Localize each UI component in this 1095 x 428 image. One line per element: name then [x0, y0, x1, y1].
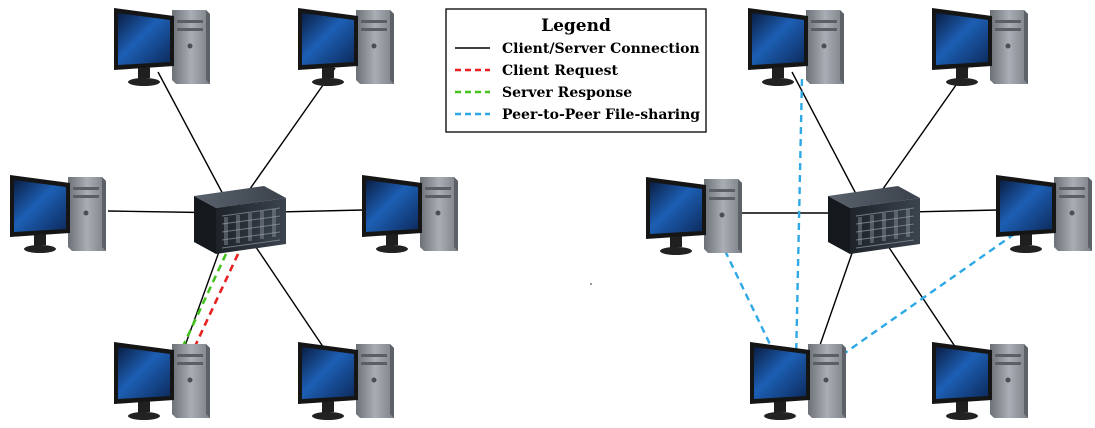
p2p-link-to-left — [714, 231, 782, 366]
legend-label-peer-to-peer: Peer-to-Peer File-sharing — [502, 107, 700, 123]
computer-icon-left-bottom-right — [298, 342, 394, 420]
computer-icon-left-top-left — [114, 8, 210, 86]
link-left-server-topleft — [157, 71, 234, 214]
legend-title: Legend — [541, 16, 611, 36]
peer-to-peer-links — [714, 77, 1021, 366]
computer-icon-left-bottom-left — [114, 342, 210, 420]
legend: Legend Client/Server Connection Client R… — [445, 8, 707, 133]
p2p-link-to-right — [831, 229, 1021, 363]
computer-icon-right-top-left — [748, 8, 844, 86]
server-icon-right — [827, 185, 921, 255]
p2p-link-to-top — [794, 77, 804, 363]
computer-icon-left-top-right — [298, 8, 394, 86]
link-right-server-topleft — [791, 71, 867, 214]
computer-icon-left-mid-right — [362, 175, 458, 253]
computer-icon-right-bottom-right — [932, 342, 1028, 420]
computer-icon-left-mid-left — [10, 175, 106, 253]
legend-label-client-server: Client/Server Connection — [502, 41, 700, 57]
legend-label-client-request: Client Request — [502, 63, 619, 79]
stray-dot — [590, 283, 592, 285]
computer-icon-right-top-right — [932, 8, 1028, 86]
computer-icon-right-mid-left — [646, 177, 742, 255]
computer-icon-right-bottom-left — [750, 342, 846, 420]
legend-label-server-response: Server Response — [502, 85, 632, 101]
server-icon-left — [193, 185, 287, 255]
computer-icon-right-mid-right — [996, 175, 1092, 253]
